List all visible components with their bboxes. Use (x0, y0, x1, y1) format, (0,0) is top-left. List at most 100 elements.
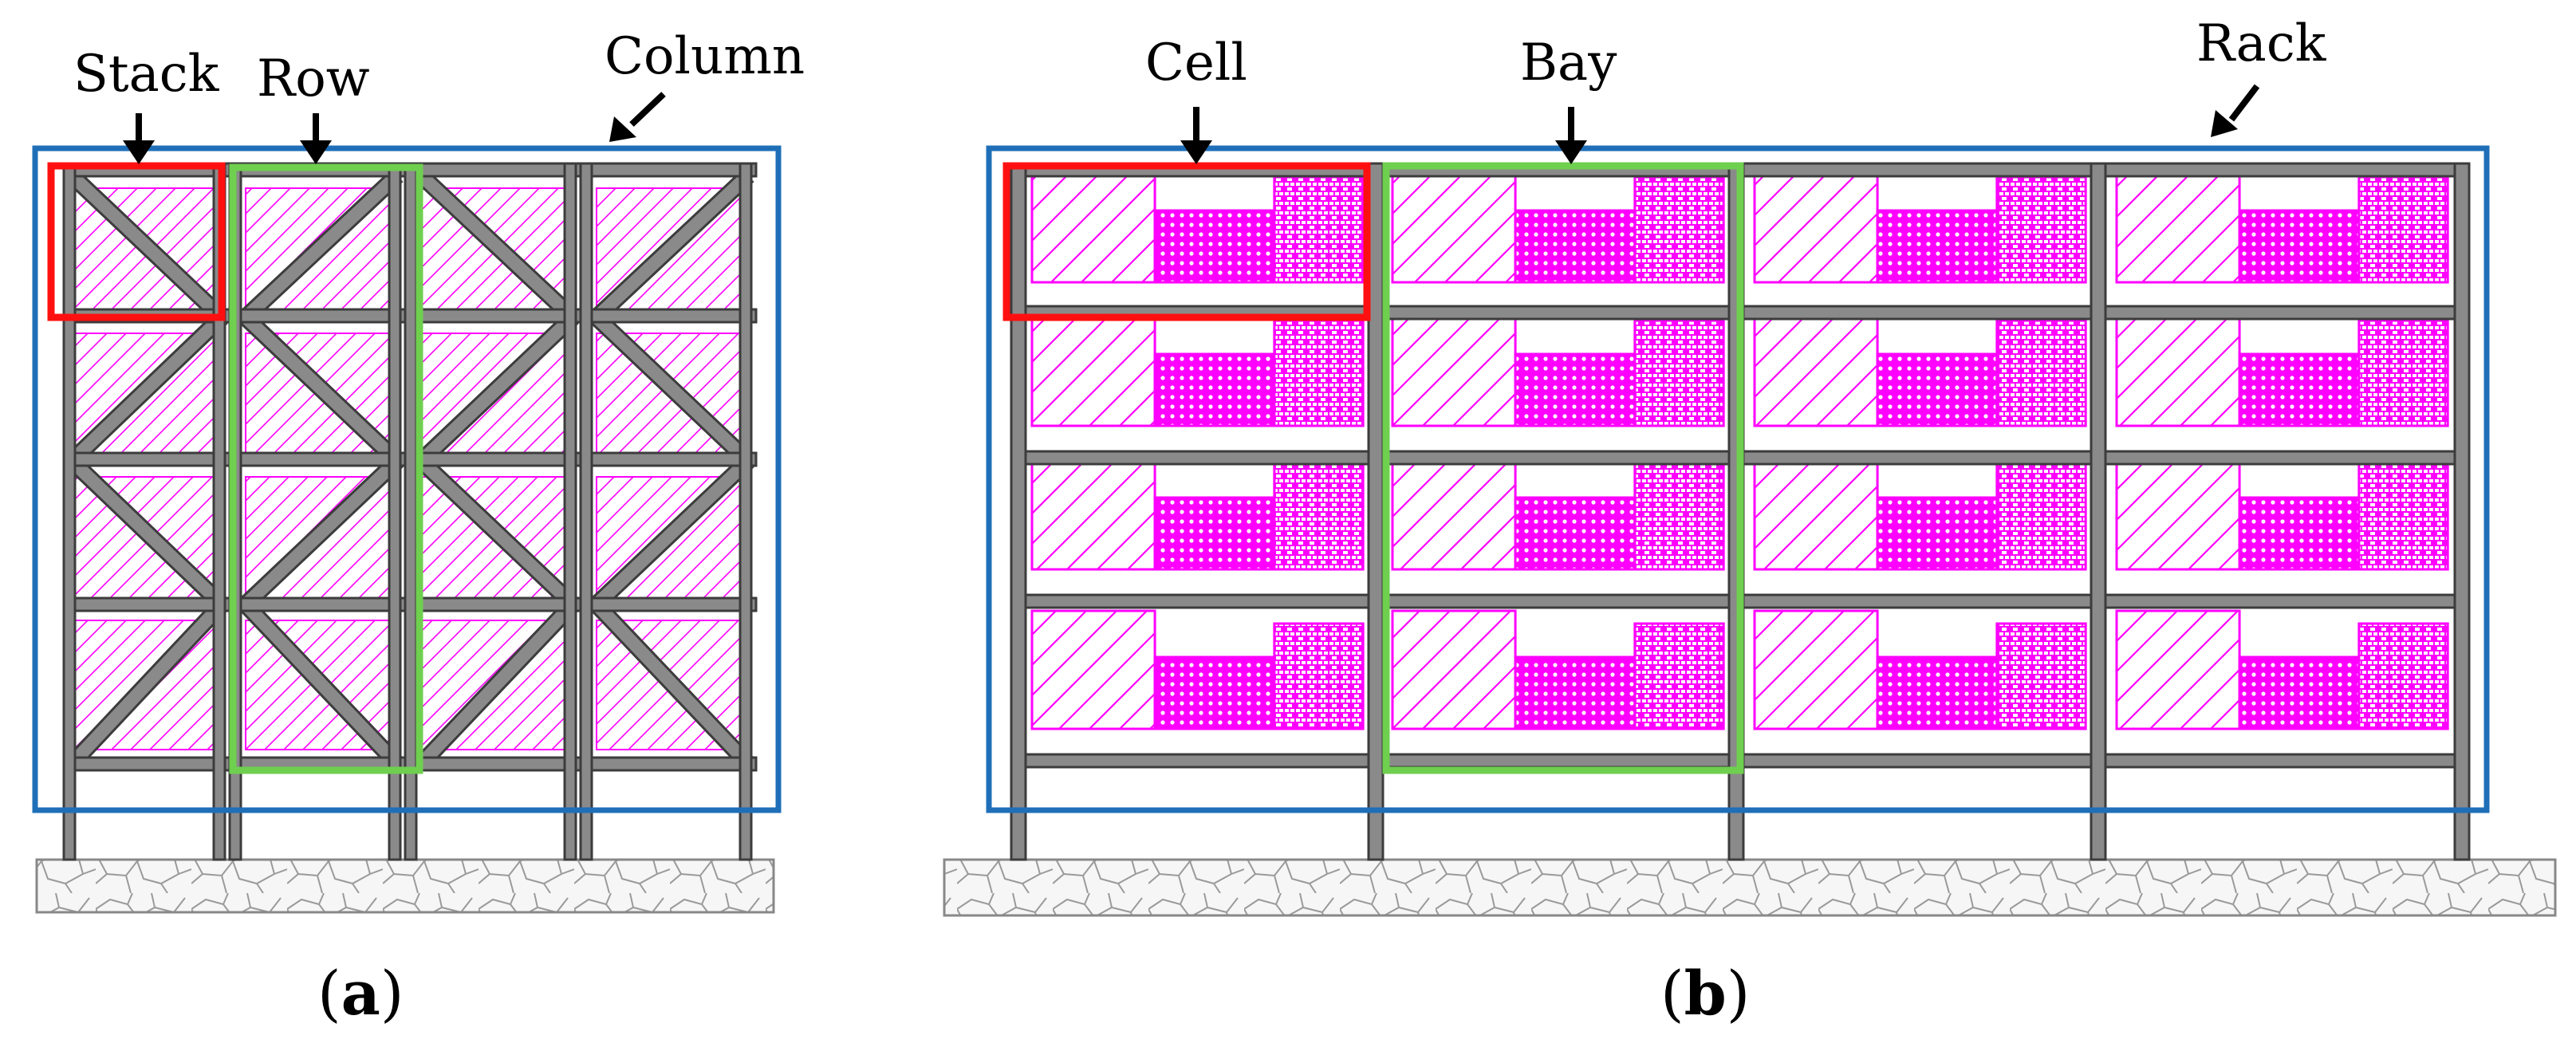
arrow-rack-head (2211, 110, 2238, 137)
floor-slab-b (943, 858, 2557, 917)
upright-post (404, 162, 418, 861)
diagonal-brace (241, 456, 402, 609)
bay-highlight (1382, 162, 1744, 774)
goods-box-brick (1995, 622, 2087, 730)
caption-b-letter: b (1684, 958, 1727, 1029)
goods-box-hatched (1030, 163, 1156, 284)
caption-a-letter: a (341, 958, 380, 1029)
goods-box-dotted (2238, 655, 2361, 730)
goods-box-brick (2357, 622, 2449, 730)
arrow-rack (2228, 84, 2260, 122)
goods-box-hatched (1753, 306, 1879, 427)
goods-box-brick (2357, 319, 2449, 427)
diagonal-brace (416, 171, 577, 322)
goods-box-dotted (1876, 655, 1999, 730)
goods-box-hatched (1391, 609, 1517, 730)
goods-box-dotted (1514, 352, 1637, 427)
goods-box-brick (1633, 319, 1725, 427)
arrow-stack-head (123, 140, 155, 164)
diagonal-brace (416, 313, 577, 466)
goods-box-brick (2357, 175, 2449, 284)
goods-box-brick (1995, 463, 2087, 571)
goods-box-hatched (1391, 306, 1517, 427)
caption-b-open: ( (1660, 958, 1684, 1029)
diagonal-brace (67, 600, 226, 769)
arrow-cell-head (1180, 140, 1212, 164)
goods-box-hatched (2115, 306, 2241, 427)
upright-post (563, 162, 577, 861)
goods-box-brick (1633, 175, 1725, 284)
stack-highlight (47, 162, 226, 321)
caption-a-open: ( (317, 958, 341, 1029)
diagonal-brace (416, 456, 577, 609)
floor-slab-a (35, 858, 775, 914)
upright-post (1010, 162, 1027, 861)
diagonal-brace (241, 600, 402, 769)
row-highlight (229, 163, 423, 774)
diagonal-brace (592, 456, 753, 609)
goods-box-brick (1273, 622, 1365, 730)
goods-box-brick (2357, 463, 2449, 571)
goods-box-hatched (2115, 450, 2241, 571)
goods-box-dotted (1876, 352, 1999, 427)
label-row: Row (257, 49, 370, 108)
rack-outline-a (32, 145, 782, 813)
label-cell: Cell (1145, 33, 1247, 93)
label-column: Column (605, 27, 805, 86)
caption-a: (a) (317, 958, 404, 1029)
arrow-bay-head (1555, 140, 1587, 164)
label-stack: Stack (73, 45, 220, 104)
goods-box-hatched (1753, 450, 1879, 571)
goods-box-dotted (1514, 655, 1637, 730)
diagonal-brace (241, 171, 402, 322)
goods-box-brick (1273, 175, 1365, 284)
caption-b-close: ) (1727, 958, 1751, 1029)
goods-box-dotted (2238, 496, 2361, 571)
rack-outline-b (986, 145, 2490, 813)
arrow-column-head (609, 116, 636, 142)
goods-box-hatched (1753, 163, 1879, 284)
diagonal-brace (592, 313, 753, 466)
goods-box-hatched (1030, 609, 1156, 730)
cell-highlight (1002, 162, 1371, 321)
goods-box-brick (1273, 463, 1365, 571)
goods-box-dotted (1876, 209, 1999, 284)
label-rack: Rack (2196, 14, 2327, 73)
diagonal-brace (592, 600, 753, 769)
diagonal-brace (592, 171, 753, 322)
arrow-row-head (300, 140, 332, 164)
upright-post (62, 162, 77, 861)
figure-a: Stack Row Column (a) (32, 27, 805, 1029)
caption-b: (b) (1660, 958, 1750, 1029)
arrow-column (629, 92, 666, 127)
upright-post (579, 162, 593, 861)
upright-post (739, 162, 753, 861)
diagonal-brace (67, 171, 226, 322)
caption-a-close: ) (380, 958, 404, 1029)
goods-box-hatched (1030, 306, 1156, 427)
diagonal-brace (67, 456, 226, 609)
goods-box-hatched (1391, 163, 1517, 284)
goods-box-dotted (2238, 352, 2361, 427)
goods-box-brick (1995, 319, 2087, 427)
upright-post (2090, 162, 2107, 861)
diagonal-brace (67, 313, 226, 466)
goods-box-dotted (1153, 655, 1276, 730)
upright-post (2453, 162, 2471, 861)
figure-b: Cell Bay Rack (b) (943, 14, 2557, 1029)
goods-box-brick (1633, 622, 1725, 730)
uprights-b (1010, 162, 2471, 861)
goods-box-dotted (1153, 496, 1276, 571)
goods-box-dotted (2238, 209, 2361, 284)
goods-b (1030, 163, 2449, 730)
goods-box-hatched (2115, 163, 2241, 284)
goods-box-hatched (1753, 609, 1879, 730)
goods-box-hatched (2115, 609, 2241, 730)
goods-box-dotted (1153, 209, 1276, 284)
goods-box-brick (1273, 319, 1365, 427)
label-bay: Bay (1520, 33, 1617, 93)
goods-box-hatched (1391, 450, 1517, 571)
goods-box-hatched (1030, 450, 1156, 571)
goods-box-dotted (1514, 209, 1637, 284)
